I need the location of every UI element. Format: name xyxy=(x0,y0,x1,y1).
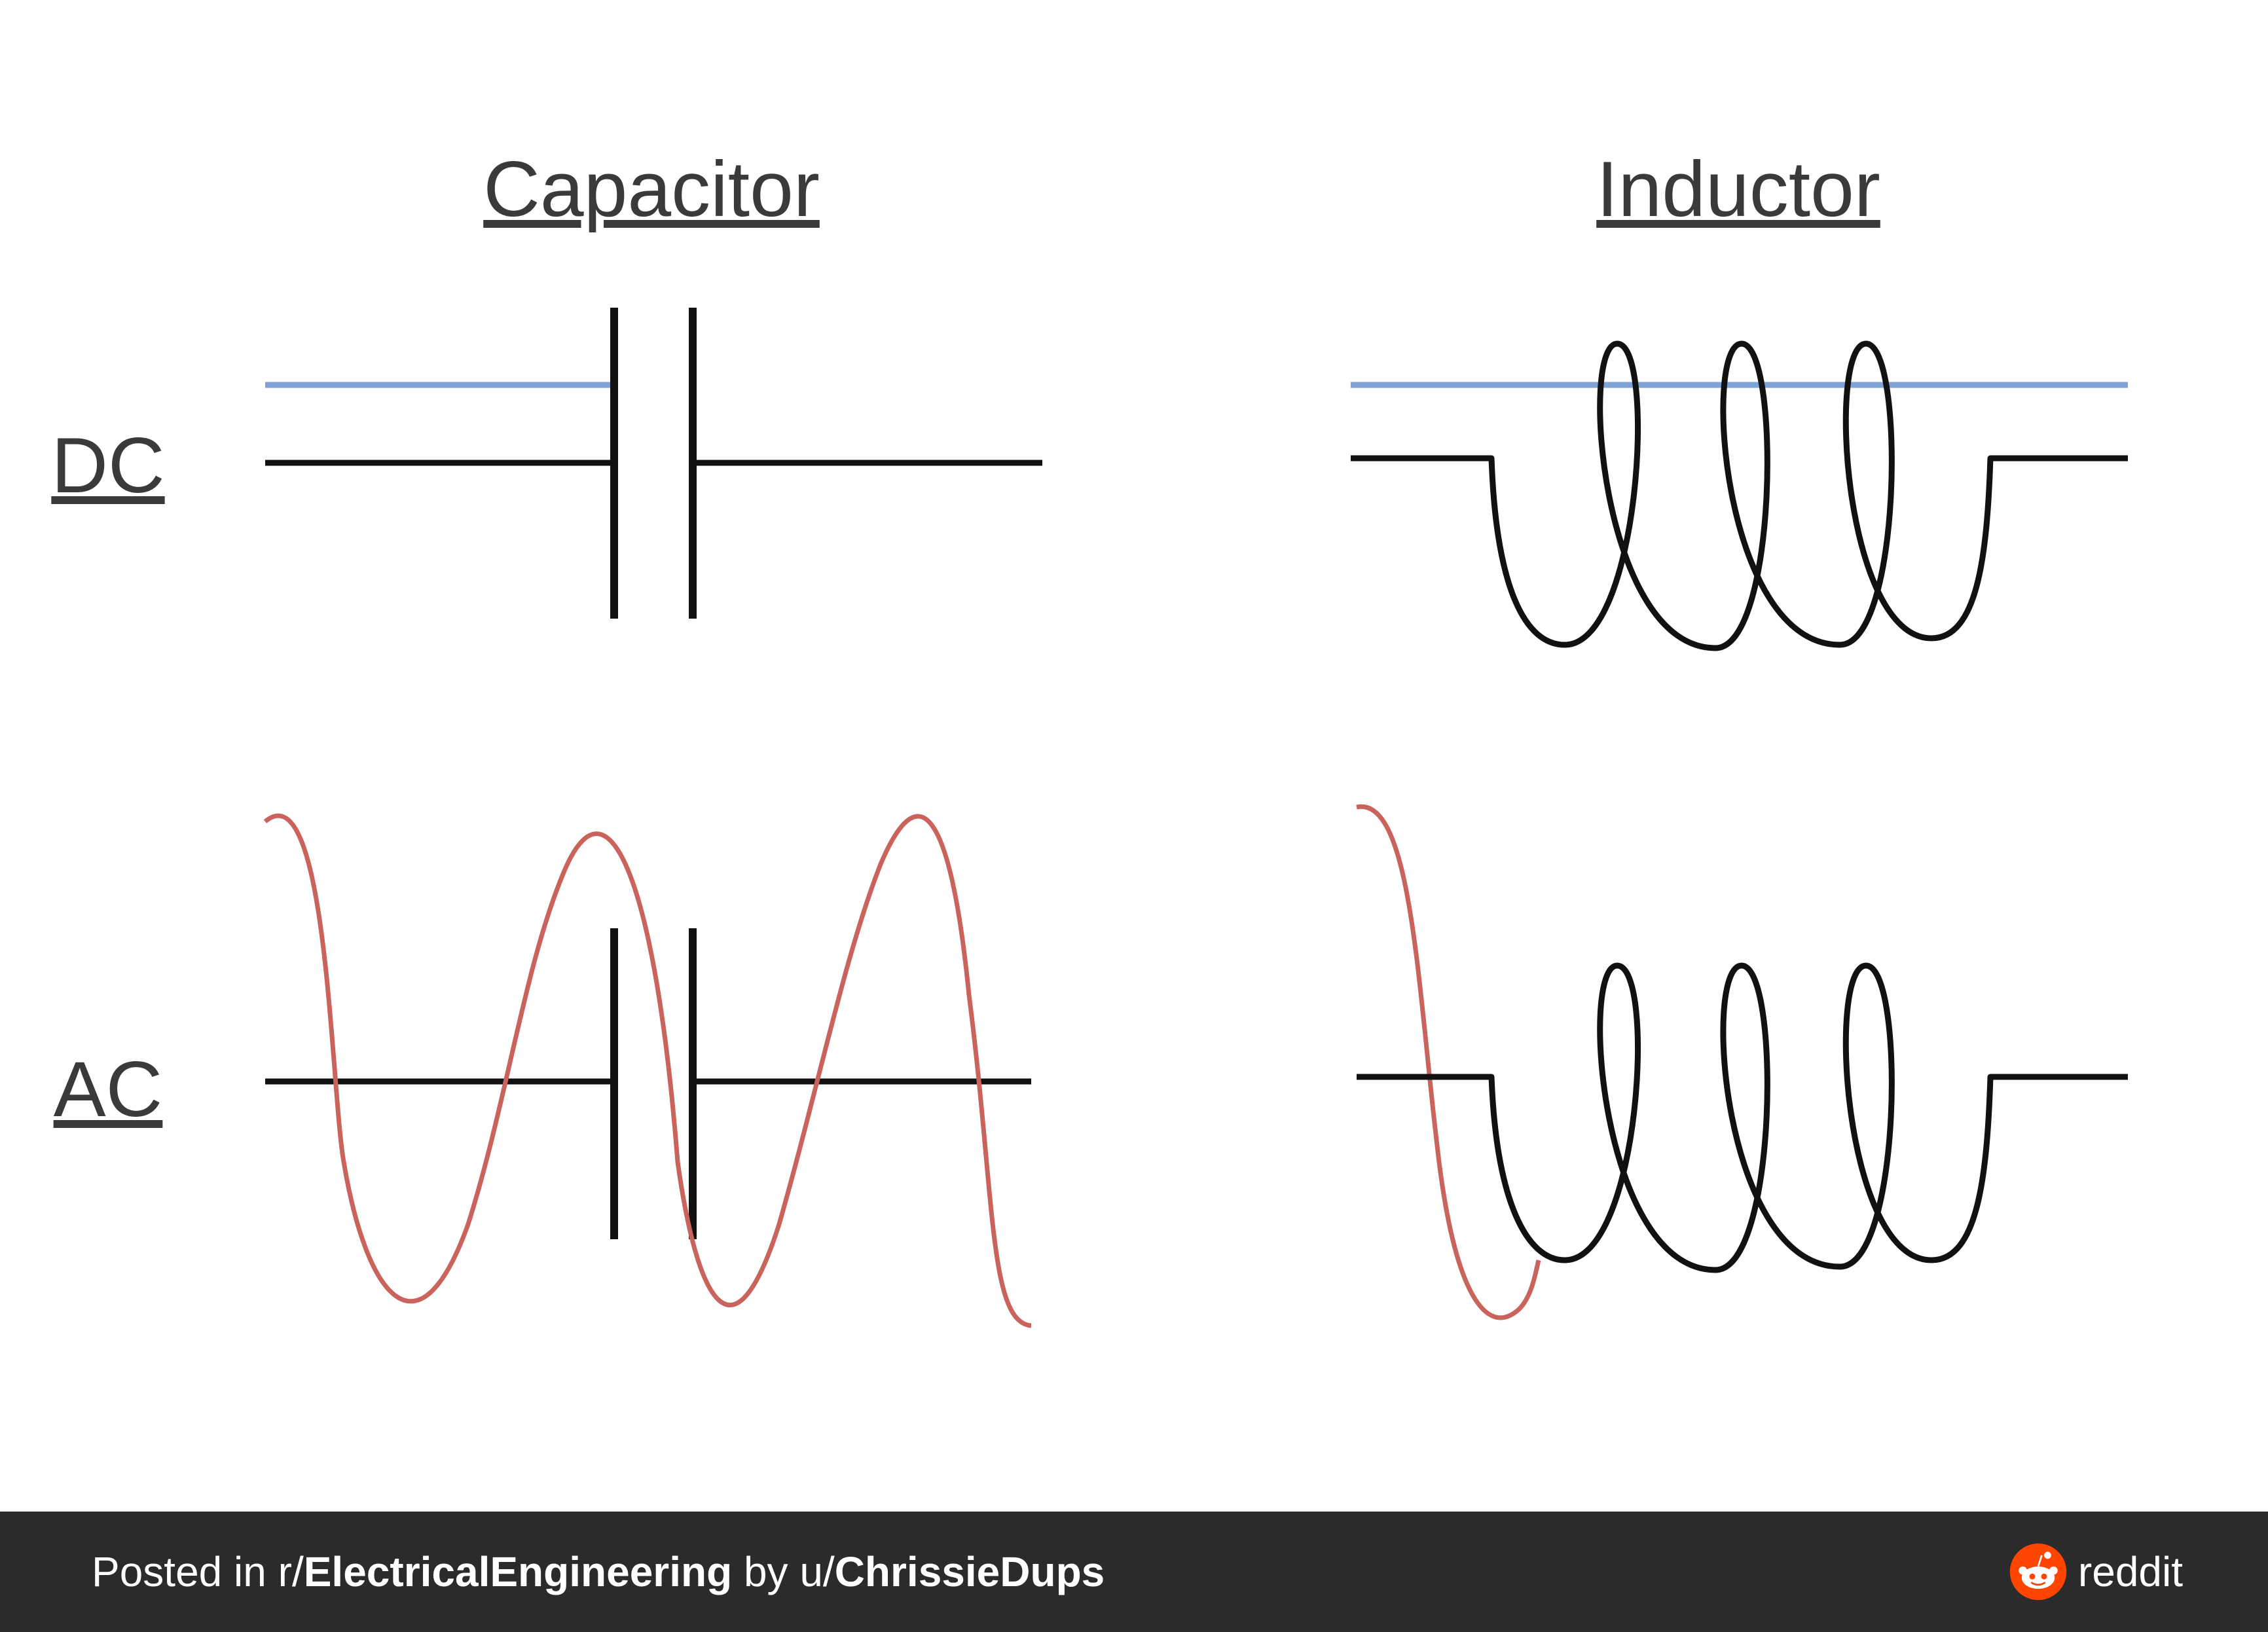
inductor-coil xyxy=(1351,340,2128,651)
subreddit-link[interactable]: ElectricalEngineering xyxy=(303,1548,733,1595)
post-footer: Posted in r/ElectricalEngineering by u/C… xyxy=(0,1512,2268,1632)
reddit-wordmark: reddit xyxy=(2077,1548,2183,1595)
posted-by-text: by u/ xyxy=(732,1548,835,1595)
inductor-coil xyxy=(1357,962,2128,1273)
dc-ac-diagram: Capacitor Inductor DC AC xyxy=(51,145,2128,1328)
reddit-logo[interactable]: reddit xyxy=(2009,1542,2183,1601)
reddit-snoo-icon xyxy=(2009,1543,2067,1601)
ac-signal-wave xyxy=(1356,804,1541,1320)
posted-in-prefix: Posted in r/ xyxy=(92,1548,304,1595)
inductor-dc-diagram xyxy=(1351,340,2128,651)
capacitor-dc-diagram xyxy=(265,308,1042,619)
user-link[interactable]: ChrissieDups xyxy=(834,1548,1105,1595)
capacitor-title: Capacitor xyxy=(483,145,820,233)
dc-row-label: DC xyxy=(51,422,164,509)
post-attribution: Posted in r/ElectricalEngineering by u/C… xyxy=(92,1548,1105,1596)
capacitor-ac-diagram xyxy=(263,813,1032,1328)
ac-row-label: AC xyxy=(54,1045,163,1133)
inductor-title: Inductor xyxy=(1596,145,1880,233)
ac-signal-wave xyxy=(263,813,1032,1328)
inductor-ac-diagram xyxy=(1356,804,2128,1320)
